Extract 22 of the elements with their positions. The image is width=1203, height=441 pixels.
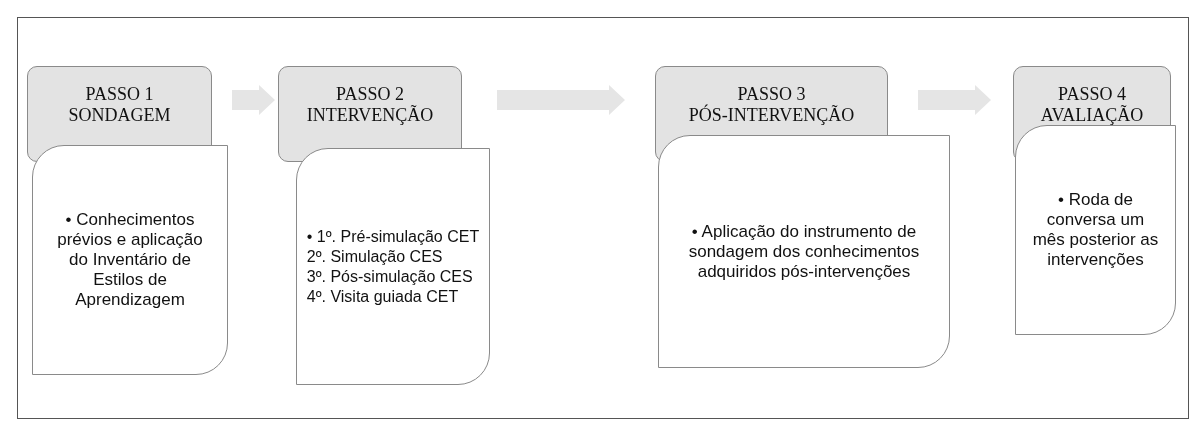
step-title: PASSO 4 bbox=[1058, 84, 1126, 105]
step-title: PASSO 3 bbox=[737, 84, 806, 104]
step-title: SONDAGEM bbox=[68, 105, 171, 126]
step-title: INTERVENÇÃO bbox=[306, 105, 434, 126]
step-card bbox=[296, 148, 490, 385]
step-description: • Roda de conversa um mês posterior as intervenções bbox=[1032, 190, 1159, 270]
step-item: 2º. Simulação CES bbox=[306, 246, 443, 267]
step-title: PÓS-INTERVENÇÃO bbox=[688, 105, 855, 126]
step-item: 4º. Visita guiada CET bbox=[306, 286, 459, 307]
step-item: 3º. Pós-simulação CES bbox=[306, 266, 473, 287]
step-title: AVALIAÇÃO bbox=[1040, 105, 1144, 126]
step-item: • 1º. Pré-simulação CET bbox=[306, 226, 480, 247]
block-arrow bbox=[918, 85, 991, 115]
step-title: PASSO 1 bbox=[85, 84, 154, 105]
step-card bbox=[1015, 125, 1176, 335]
step-title: PASSO 2 bbox=[336, 84, 404, 105]
step-card bbox=[658, 135, 950, 368]
block-arrow bbox=[497, 85, 625, 115]
step-description: • Conhecimentos prévios e aplicação do Inventário de Estilos de Aprendizagem bbox=[57, 210, 203, 310]
step-card bbox=[32, 145, 228, 375]
block-arrow bbox=[232, 85, 275, 115]
step-description: • Aplicação do instrumento de sondagem dos conhecimentos adquiridos pós-intervenções bbox=[687, 221, 921, 282]
